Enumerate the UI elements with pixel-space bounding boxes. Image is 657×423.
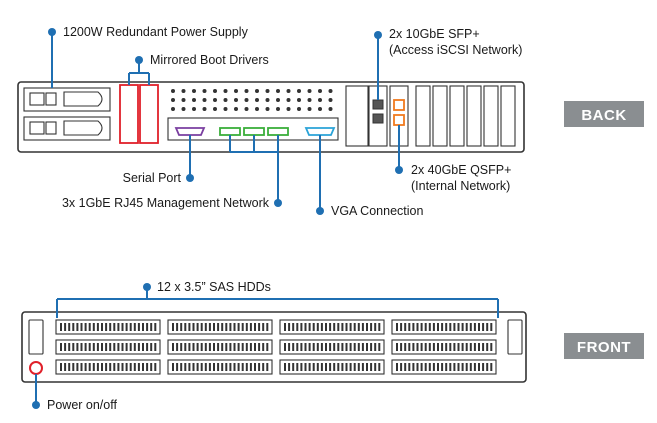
qsfp-port-1 — [393, 99, 405, 111]
vent-dot — [202, 89, 207, 93]
vent-dot — [328, 89, 333, 93]
vent-dot — [265, 89, 270, 93]
vent-grid — [171, 89, 333, 111]
vent-dot — [286, 98, 291, 102]
front-badge-text: FRONT — [577, 339, 631, 356]
vent-dot — [318, 98, 322, 102]
qsfp-label-line1: 2x 40GbE QSFP+ — [411, 163, 511, 177]
vent-dot — [181, 98, 186, 102]
vent-dot — [181, 107, 186, 111]
sfp-label-line2: (Access iSCSI Network) — [389, 43, 522, 57]
vent-dot — [234, 89, 238, 93]
back-chassis — [17, 81, 525, 153]
hdd-bay — [167, 319, 273, 335]
vent-dot — [276, 98, 280, 102]
boot-drives-label: Mirrored Boot Drivers — [150, 53, 269, 67]
vent-dot — [234, 107, 238, 111]
vent-dot — [244, 89, 249, 93]
vent-dot — [234, 98, 238, 102]
vent-dot — [213, 89, 217, 93]
sfp-port-1 — [372, 99, 384, 110]
vent-dot — [307, 89, 312, 93]
vent-dot — [286, 107, 291, 111]
vent-dot — [213, 98, 217, 102]
vent-dot — [192, 98, 196, 102]
vent-dot — [181, 89, 186, 93]
vent-dot — [276, 89, 280, 93]
front-badge: FRONT — [564, 333, 644, 359]
sfp-label-line1: 2x 10GbE SFP+ — [389, 27, 480, 41]
vent-dot — [171, 98, 175, 102]
hdd-bay — [391, 359, 497, 375]
vent-dot — [213, 107, 217, 111]
hdds-label: 12 x 3.5” SAS HDDs — [157, 280, 271, 294]
vent-dot — [171, 89, 175, 93]
power-label: Power on/off — [47, 398, 117, 412]
vent-dot — [297, 89, 301, 93]
vent-dot — [223, 107, 228, 111]
hdd-bay — [391, 339, 497, 355]
hdd-bay — [55, 319, 161, 335]
right-handle — [507, 319, 523, 355]
power-supply-bays — [23, 87, 111, 141]
front-leaders — [32, 283, 499, 409]
vent-dot — [318, 89, 322, 93]
hdd-bay — [55, 359, 161, 375]
power-supply-label: 1200W Redundant Power Supply — [63, 25, 249, 39]
vent-dot — [307, 107, 312, 111]
rj45-label: 3x 1GbE RJ45 Management Network — [62, 196, 270, 210]
vent-dot — [297, 98, 301, 102]
vent-dot — [202, 107, 207, 111]
vent-dot — [328, 107, 333, 111]
vent-dot — [265, 107, 270, 111]
front-chassis — [21, 311, 527, 383]
hdd-bay — [167, 339, 273, 355]
vent-dot — [202, 98, 207, 102]
vent-dot — [255, 89, 259, 93]
hdd-bay — [279, 339, 385, 355]
vga-label: VGA Connection — [331, 204, 423, 218]
qsfp-label-line2: (Internal Network) — [411, 179, 510, 193]
left-handle — [28, 319, 44, 355]
serial-port-label: Serial Port — [123, 171, 182, 185]
vent-dot — [244, 107, 249, 111]
back-leaders — [48, 28, 403, 215]
vent-dot — [192, 107, 196, 111]
vent-dot — [223, 89, 228, 93]
vent-dot — [255, 98, 259, 102]
power-button — [29, 361, 43, 375]
hdd-bay — [391, 319, 497, 335]
hdd-bays — [55, 319, 497, 375]
hdd-bay — [167, 359, 273, 375]
back-badge-text: BACK — [581, 107, 626, 124]
hdd-bay — [279, 359, 385, 375]
vent-dot — [171, 107, 175, 111]
vga-port — [304, 127, 336, 136]
vent-dot — [192, 89, 196, 93]
serial-port — [174, 127, 206, 136]
expansion-slots — [345, 85, 516, 147]
hdd-bay — [279, 319, 385, 335]
vent-dot — [318, 107, 322, 111]
vent-dot — [297, 107, 301, 111]
vent-dot — [328, 98, 333, 102]
back-badge: BACK — [564, 101, 644, 127]
vent-dot — [223, 98, 228, 102]
vent-dot — [307, 98, 312, 102]
hdd-bay — [55, 339, 161, 355]
vent-dot — [276, 107, 280, 111]
vent-dot — [286, 89, 291, 93]
vent-dot — [255, 107, 259, 111]
sfp-port-2 — [372, 113, 384, 124]
vent-dot — [265, 98, 270, 102]
vent-dot — [244, 98, 249, 102]
